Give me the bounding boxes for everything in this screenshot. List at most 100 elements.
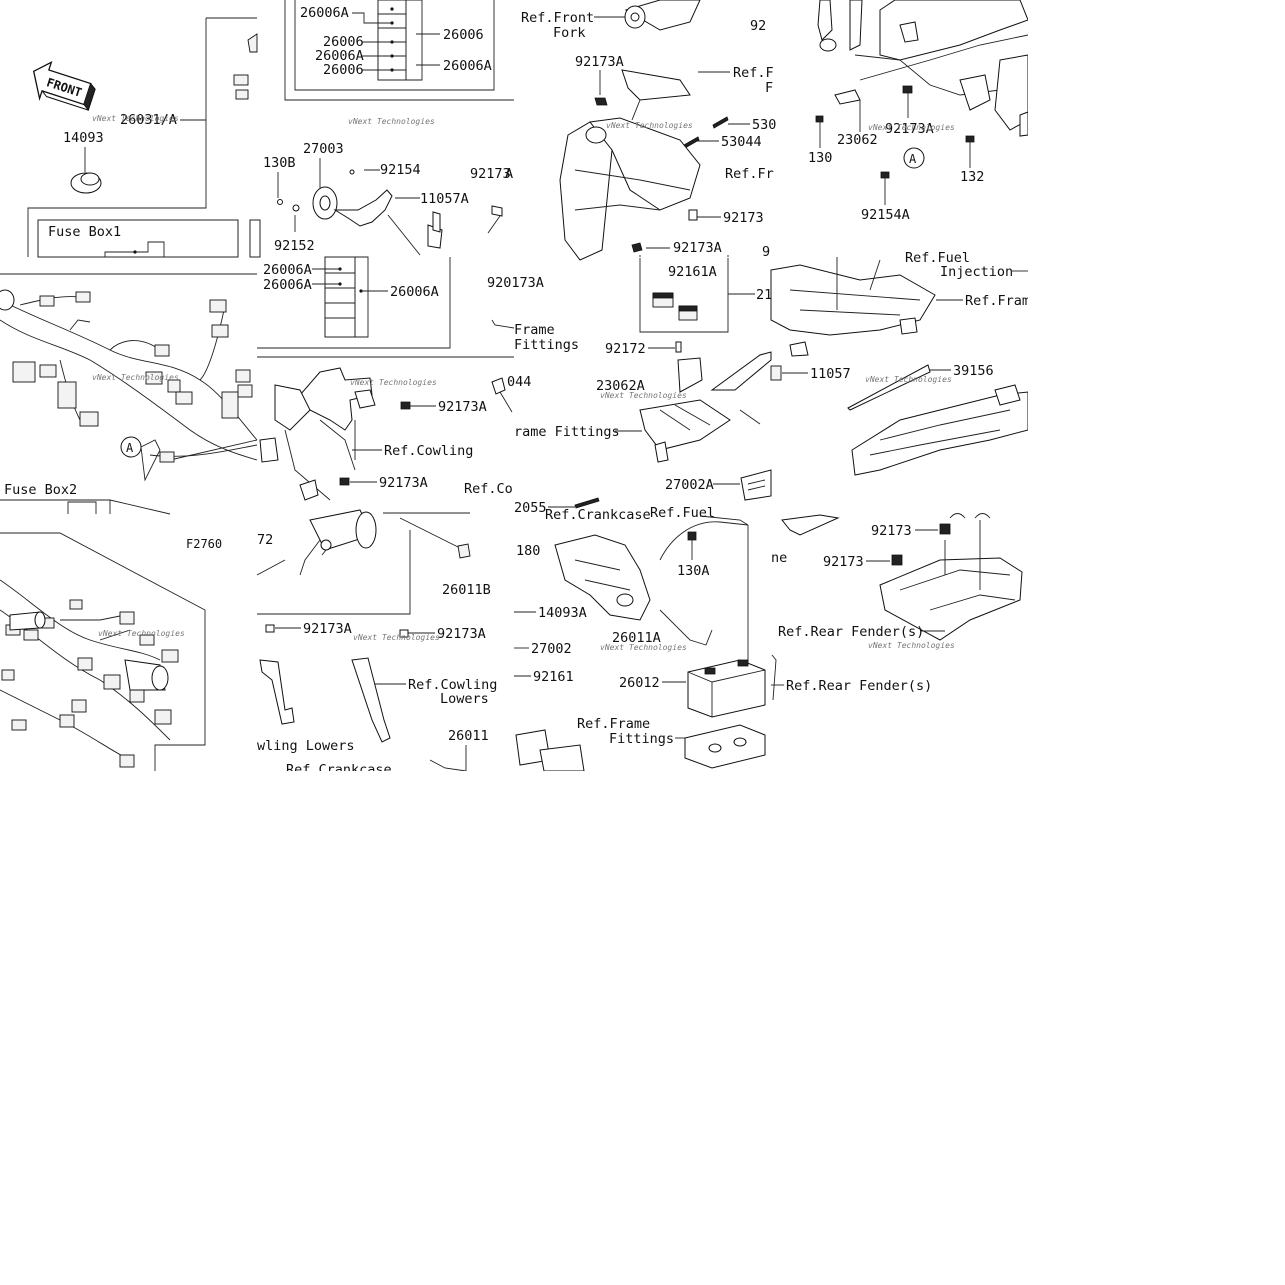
ref-rear-fender-2: Ref.Rear Fender(s) xyxy=(786,678,932,694)
ref-fuel-injection-1: Ref.Fuel xyxy=(905,250,970,266)
part-27002: 27002 xyxy=(531,641,572,657)
rear-tray xyxy=(879,520,1023,641)
tile-middle-left: A Fuse Box2 vNext Technologies xyxy=(0,273,258,515)
part-11057A: 11057A xyxy=(420,191,469,207)
part-92173-trim: 92173 xyxy=(470,166,511,182)
part-11057: 11057 xyxy=(810,366,851,382)
ref-rame-fittings: rame Fittings xyxy=(514,424,620,440)
ref-cowling-lowers-2: Lowers xyxy=(440,691,489,707)
part-26006A-m3: 26006A xyxy=(390,284,439,300)
callout-a-top-label: A xyxy=(909,152,917,166)
ref-f-trim2: F xyxy=(765,80,773,96)
part-92172: 92172 xyxy=(605,341,646,357)
horn-27003 xyxy=(277,169,393,227)
ref-frame-fittings-1: Frame xyxy=(514,322,555,338)
ref-f-trim: Ref.F xyxy=(733,65,774,81)
svg-text:vNext Technologies: vNext Technologies xyxy=(600,391,687,400)
part-14093A: 14093A xyxy=(538,605,587,621)
tile-center-far-right: Ref.Fuel Injection Ref.Fram 11057 39156 … xyxy=(770,250,1030,476)
part-132: 132 xyxy=(960,169,984,185)
part-72: 72 xyxy=(257,532,273,548)
part-92152: 92152 xyxy=(274,238,315,254)
part-26006-left: 26006 xyxy=(323,34,364,50)
small-connectors xyxy=(233,33,258,100)
tile-center-right: Frame Fittings 92161A 21 92172 23062A ra… xyxy=(514,258,772,501)
relays-92161A xyxy=(652,292,698,321)
rear-frame xyxy=(817,0,1029,137)
callout-a-left-icon: A xyxy=(120,436,161,482)
part-26031A: 26031/A xyxy=(120,112,177,128)
part-26006A-left2: 26006A xyxy=(315,48,364,64)
part-130: 130 xyxy=(808,150,832,166)
part-9-trim: 9 xyxy=(762,244,770,260)
tile-top-center-right: Ref.Front Fork 92173A Ref.F F 530 53044 … xyxy=(521,0,776,261)
rear-subframe xyxy=(770,257,936,357)
part-26011: 26011 xyxy=(448,728,489,744)
fairing-bracket xyxy=(259,367,376,501)
tile-lower-center-left: 72 26011B 92173A 92173A Ref.Cowling Lowe… xyxy=(256,509,497,778)
ref-cowling-trim: Ref.Co xyxy=(464,481,513,497)
svg-text:vNext Technologies: vNext Technologies xyxy=(865,375,952,384)
svg-text:vNext Technologies: vNext Technologies xyxy=(92,373,179,382)
front-arrow-icon: FRONT xyxy=(32,61,96,112)
ref-crankcase-mid: Ref.Crankcase xyxy=(545,507,651,523)
ecu-27002A xyxy=(740,469,772,501)
tile-top-center-left: 26006A 26006 26006 26006A 26006 26006A 1… xyxy=(250,0,514,256)
front-fork-clamp xyxy=(624,0,701,31)
tile-lower-center-right: 2055 Ref.Crankcase Ref.Fuel 180 14093A 2… xyxy=(514,497,766,772)
sub-harness xyxy=(0,579,179,768)
part-92173-j: 92173 xyxy=(871,523,912,539)
ref-cowling: Ref.Cowling xyxy=(384,443,473,459)
ref-frame-fittings-2: Fittings xyxy=(514,337,579,353)
part-180: 180 xyxy=(516,543,540,559)
fuse-box-2-title: Fuse Box2 xyxy=(4,482,77,498)
ref-frame-fittings-b1: Ref.Frame xyxy=(577,716,650,732)
battery-tray-23062A xyxy=(639,357,731,463)
switch-11057A xyxy=(387,211,443,256)
svg-text:A: A xyxy=(505,166,513,182)
part-92173A-b: 92173A xyxy=(379,475,428,491)
part-26006A-m2: 26006A xyxy=(263,277,312,293)
part-2055: 2055 xyxy=(514,500,547,516)
diagram-code: F2760 xyxy=(186,537,222,551)
part-26006-left3: 26006 xyxy=(323,62,364,78)
ref-fram-trim: Ref.Fram xyxy=(965,293,1030,309)
part-130A: 130A xyxy=(677,563,710,579)
ref-fr-trim: Ref.Fr xyxy=(725,166,774,182)
plate-part xyxy=(710,351,772,391)
fuse-box-1-title: Fuse Box1 xyxy=(48,224,121,240)
part-23062A: 23062A xyxy=(596,378,645,394)
part-92161: 92161 xyxy=(533,669,574,685)
part-044: 044 xyxy=(507,374,531,390)
part-53044: 53044 xyxy=(721,134,762,150)
part-26006A-m1: 26006A xyxy=(263,262,312,278)
callout-a-left-label: A xyxy=(126,441,134,455)
tile-lower-right: ne 92173 92173 Ref.Rear Fender(s) Ref.Re… xyxy=(771,513,1023,701)
ref-frame-fittings-b2: Fittings xyxy=(609,731,674,747)
part-044-clip xyxy=(491,377,513,413)
ref-wling-lowers: wling Lowers xyxy=(257,738,355,754)
part-92173-k: 92173 xyxy=(823,554,864,570)
part-14093: 14093 xyxy=(63,130,104,146)
part-92173A-f: 92173A xyxy=(575,54,624,70)
part-130B: 130B xyxy=(263,155,296,171)
svg-text:vNext Technologies: vNext Technologies xyxy=(98,629,185,638)
ecu-bottom xyxy=(515,729,585,772)
rear-fender-39156 xyxy=(847,364,1029,476)
svg-text:vNext Technologies: vNext Technologies xyxy=(868,123,955,132)
tile-top-left: FRONT Fuse Box1 26031/A 14093 vNext Tech… xyxy=(27,17,261,258)
svg-text:vNext Technologies: vNext Technologies xyxy=(353,633,440,642)
battery-26012 xyxy=(687,659,766,718)
part-ne-trim: ne xyxy=(771,550,787,566)
part-23062: 23062 xyxy=(837,132,878,148)
part-92173A-e: 92173A xyxy=(437,626,486,642)
part-530: 530 xyxy=(752,117,776,133)
part-92173A-i: 92173A xyxy=(885,121,934,137)
front-frame-bracket xyxy=(559,69,701,261)
part-92173-g: 92173 xyxy=(723,210,764,226)
svg-text:vNext Technologies: vNext Technologies xyxy=(868,641,955,650)
ref-front-fork-2: Fork xyxy=(553,25,586,41)
svg-text:vNext Technologies: vNext Technologies xyxy=(606,121,693,130)
